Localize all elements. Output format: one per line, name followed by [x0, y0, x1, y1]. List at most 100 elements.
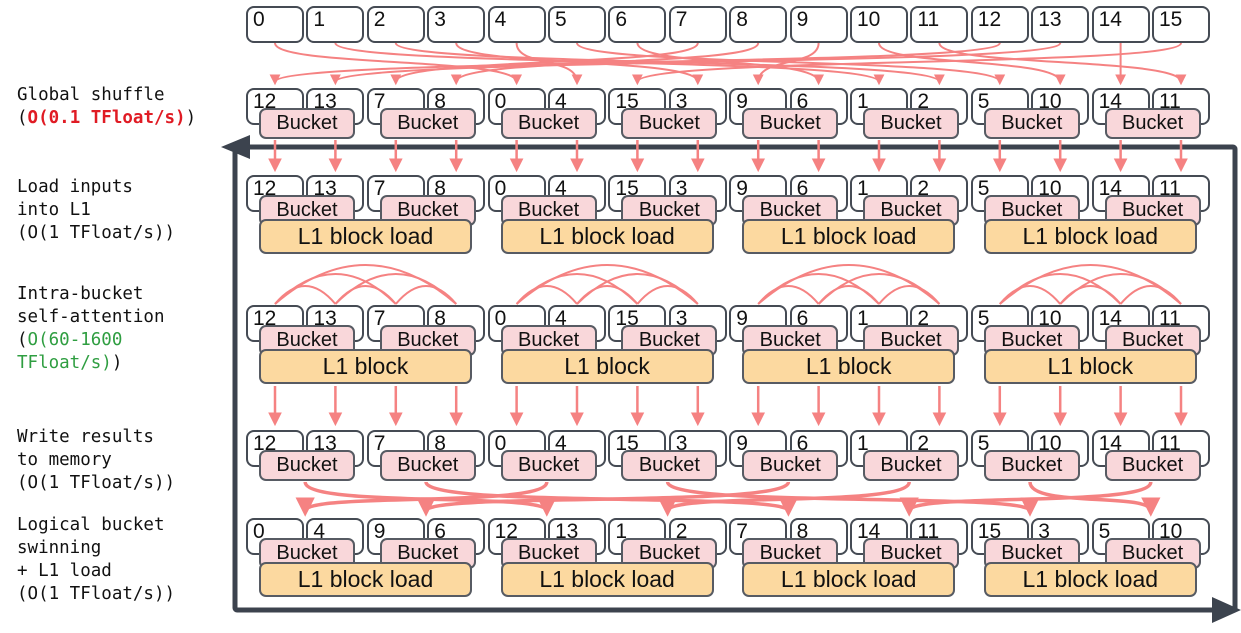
attention-arc: [757, 285, 820, 305]
cell-value: 10: [1038, 90, 1062, 113]
label-segment: (: [17, 330, 28, 350]
attention-arc: [334, 285, 397, 305]
bucket-box: Bucket: [259, 450, 355, 481]
stage-label-line: to memory: [17, 449, 175, 472]
loop-arrow-head-right: [1212, 597, 1241, 623]
shuffle-arrow: [330, 42, 1062, 86]
cell-value: 9: [796, 8, 809, 31]
stage-label-line: Logical bucket: [17, 514, 175, 537]
label-segment: ): [185, 108, 197, 128]
stage-label-line: + L1 load: [17, 560, 175, 583]
attention-arc: [999, 273, 1122, 305]
shuffle-arrow: [455, 42, 704, 86]
shuffle-arrow: [269, 42, 1001, 86]
stage-label-global-shuffle: Global shuffle(O(0.1 TFloat/s)): [17, 84, 196, 130]
l1-block-box: L1 block load: [742, 219, 956, 254]
swinning-arrow: [1028, 481, 1161, 517]
l1-block-box: L1 block: [259, 349, 472, 384]
attention-arc: [1119, 285, 1182, 305]
swinning-arrow: [424, 481, 798, 517]
attention-arc: [817, 273, 941, 305]
bucket-box: Bucket: [500, 108, 597, 139]
stage-label-line: Intra-bucket: [17, 283, 165, 306]
bucket-box: Bucket: [983, 450, 1080, 481]
attention-arc: [757, 273, 880, 305]
cell-value: 9: [736, 90, 748, 113]
cell-value: 3: [675, 90, 688, 113]
cell-value: 12: [253, 90, 277, 113]
bucket-box: Bucket: [983, 108, 1080, 139]
stage-label-line: Load inputs: [17, 176, 175, 199]
shuffle-arrow: [636, 42, 825, 86]
cell-value: 2: [373, 8, 386, 31]
memory-cell-initial-row: 9: [789, 6, 848, 43]
cell-value: 5: [555, 8, 567, 31]
label-segment: Intra-bucket: [17, 284, 144, 304]
label-segment: Write results: [17, 427, 154, 447]
stage-label-line: Global shuffle: [17, 84, 196, 107]
cell-value: 11: [917, 8, 940, 31]
bucket-box: Bucket: [742, 108, 839, 139]
cell-value: 0: [494, 90, 507, 113]
attention-arc: [999, 285, 1061, 305]
swinning-arrow: [416, 481, 791, 517]
memory-cell-initial-row: 13: [1031, 6, 1090, 43]
attention-arc: [636, 285, 699, 305]
stage-label-line: (O(1 TFloat/s)): [17, 222, 175, 245]
stage-label-line: (O(0.1 TFloat/s)): [17, 107, 196, 130]
cell-value: 8: [434, 90, 446, 113]
stage-label-line: (O(1 TFloat/s)): [17, 472, 175, 495]
bucket-box: Bucket: [863, 450, 959, 481]
cell-value: 8: [736, 8, 748, 31]
cell-value: 15: [1159, 8, 1183, 31]
cell-value: 14: [1098, 90, 1122, 113]
cell-value: 0: [253, 8, 265, 31]
cell-value: 1: [313, 8, 326, 31]
attention-arc: [1059, 273, 1182, 305]
cell-value: 5: [977, 90, 990, 113]
stage-label-line: swinning: [17, 537, 175, 560]
label-segment: O(0.1 TFloat/s): [27, 108, 186, 128]
loop-arrow-head-left: [221, 135, 250, 159]
stage-label-line: (O(1 TFloat/s)): [17, 583, 175, 606]
label-segment: (O(1 TFloat/s)): [17, 223, 176, 243]
shuffle-arrow: [334, 42, 885, 86]
label-segment: self-attention: [17, 307, 165, 327]
attention-arc: [878, 285, 941, 305]
shuffle-arrow: [390, 42, 699, 86]
label-segment: into L1: [17, 200, 91, 220]
cell-value: 15: [615, 90, 639, 113]
label-segment: O(60-1600: [27, 330, 123, 350]
bucket-box: Bucket: [621, 450, 718, 481]
label-segment: Load inputs: [17, 177, 133, 197]
l1-block-box: L1 block: [500, 349, 714, 384]
memory-cell-initial-row: 7: [668, 6, 727, 43]
shuffle-arrow: [632, 42, 1182, 86]
attention-arc: [274, 273, 397, 305]
memory-cell-initial-row: 0: [246, 6, 304, 43]
l1-block-box: L1 block load: [983, 562, 1197, 597]
stage-label-line: Write results: [17, 426, 175, 449]
shuffle-arrow: [274, 42, 523, 86]
swinning-arrow: [303, 481, 557, 517]
memory-cell-initial-row: 1: [306, 6, 365, 43]
stage-label-line: (O(60-1600: [17, 329, 165, 352]
attention-arc: [576, 273, 699, 305]
stage-label-line: into L1: [17, 199, 175, 222]
bucket-box: Bucket: [500, 450, 597, 481]
attention-arc: [395, 285, 457, 305]
label-segment: TFloat/s): [17, 353, 112, 373]
bucket-box: Bucket: [1104, 108, 1201, 139]
bucket-box: Bucket: [379, 450, 476, 481]
cell-value: 6: [615, 8, 628, 31]
label-segment: (: [17, 108, 28, 128]
attention-arc: [515, 273, 639, 305]
cell-value: 4: [494, 8, 507, 31]
label-segment: Logical bucket: [17, 515, 165, 535]
shuffle-arrow: [450, 42, 760, 86]
label-segment: ): [111, 353, 123, 373]
l1-block-box: L1 block: [742, 349, 956, 384]
